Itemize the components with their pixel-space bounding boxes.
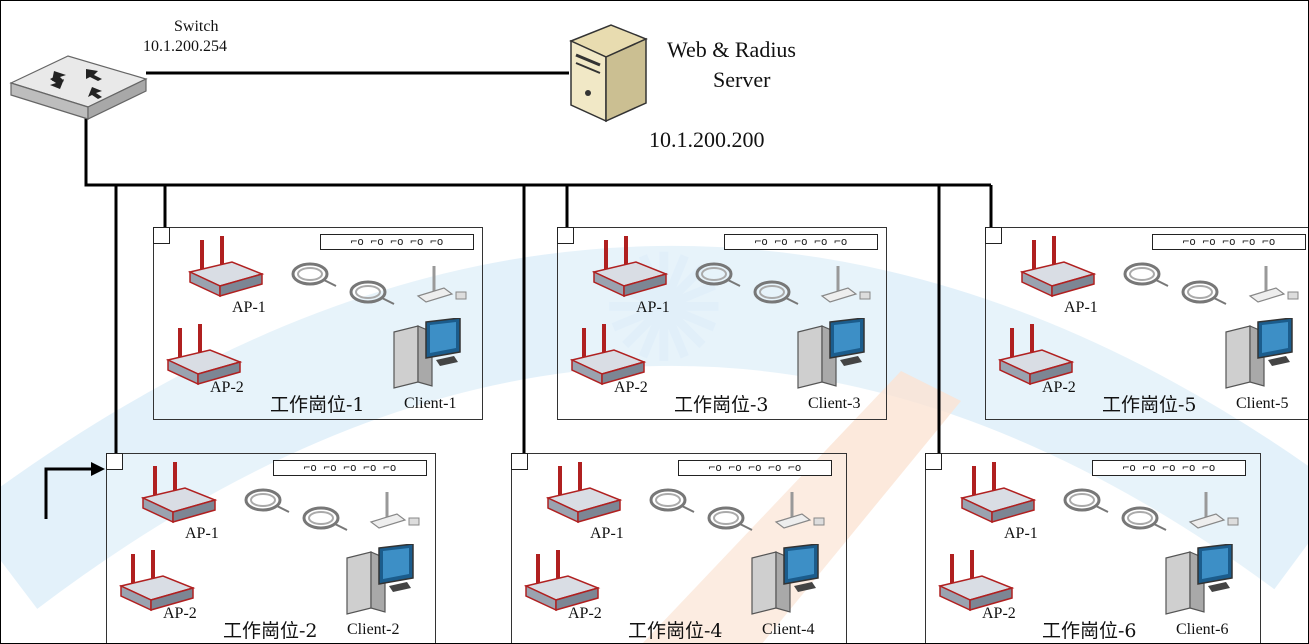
port-strip: ⌐o ⌐o ⌐o ⌐o ⌐o <box>1092 460 1246 476</box>
switch-ip: 10.1.200.254 <box>143 38 227 55</box>
arrow-icon <box>44 462 105 519</box>
ap-1-icon <box>188 236 264 298</box>
station-1: ⌐o ⌐o ⌐o ⌐o ⌐o AP-1 AP-2 工作崗位-1 Client-1 <box>153 227 483 420</box>
station-title: 工作崗位-3 <box>674 394 769 416</box>
pc-icon <box>393 318 461 389</box>
uplink-port <box>511 453 528 470</box>
switch-label: Switch <box>174 18 219 35</box>
client-label: Client-4 <box>762 621 815 638</box>
server-ip: 10.1.200.200 <box>649 127 765 152</box>
ap-1-icon <box>546 462 622 524</box>
ap-1-label: AP-1 <box>636 299 670 316</box>
client-label: Client-1 <box>404 395 457 412</box>
cable-icon <box>707 506 754 532</box>
station-title: 工作崗位-5 <box>1102 394 1197 416</box>
ap-1-label: AP-1 <box>1004 525 1038 542</box>
ap-2-label: AP-2 <box>163 605 197 622</box>
port-strip: ⌐o ⌐o ⌐o ⌐o ⌐o <box>678 460 832 476</box>
uplink-port <box>925 453 942 470</box>
uplink-port <box>557 227 574 244</box>
switch-icon <box>9 55 148 120</box>
cable-icon <box>1121 506 1168 532</box>
usb-adapter-icon <box>416 266 468 304</box>
station-title: 工作崗位-1 <box>270 394 365 416</box>
usb-adapter-icon <box>774 492 826 530</box>
pc-icon <box>1165 544 1233 615</box>
cable-icon <box>302 506 349 532</box>
station-title: 工作崗位-6 <box>1042 620 1137 642</box>
uplink-port <box>106 453 123 470</box>
ap-2-label: AP-2 <box>1042 379 1076 396</box>
port-strip: ⌐o ⌐o ⌐o ⌐o ⌐o <box>1152 234 1306 250</box>
usb-adapter-icon <box>1188 492 1240 530</box>
station-2: ⌐o ⌐o ⌐o ⌐o ⌐o AP-1 AP-2 工作崗位-2 Client-2 <box>106 453 436 643</box>
usb-adapter-icon <box>369 492 421 530</box>
cable-icon <box>695 262 742 288</box>
ap-1-icon <box>592 236 668 298</box>
pc-icon <box>797 318 865 389</box>
pc-icon <box>346 544 414 615</box>
server-label-line2: Server <box>713 67 771 92</box>
station-4: ⌐o ⌐o ⌐o ⌐o ⌐o AP-1 AP-2 工作崗位-4 Client-4 <box>511 453 847 643</box>
ap-1-label: AP-1 <box>590 525 624 542</box>
station-5: ⌐o ⌐o ⌐o ⌐o ⌐o AP-1 AP-2 工作崗位-5 Client-5 <box>985 227 1308 420</box>
pc-icon <box>1225 318 1293 389</box>
ap-1-label: AP-1 <box>232 299 266 316</box>
ap-2-label: AP-2 <box>210 379 244 396</box>
station-6: ⌐o ⌐o ⌐o ⌐o ⌐o AP-1 AP-2 工作崗位-6 Client-6 <box>925 453 1261 643</box>
cable-icon <box>1123 262 1170 288</box>
cable-icon <box>1063 488 1110 514</box>
pc-icon <box>751 544 819 615</box>
port-strip: ⌐o ⌐o ⌐o ⌐o ⌐o <box>273 460 427 476</box>
uplink-port <box>985 227 1002 244</box>
client-label: Client-3 <box>808 395 861 412</box>
station-title: 工作崗位-2 <box>223 620 318 642</box>
cable-icon <box>291 262 338 288</box>
ap-2-label: AP-2 <box>568 605 602 622</box>
usb-adapter-icon <box>820 266 872 304</box>
client-label: Client-5 <box>1236 395 1289 412</box>
station-3: ⌐o ⌐o ⌐o ⌐o ⌐o AP-1 AP-2 工作崗位-3 Client-3 <box>557 227 887 420</box>
ap-1-icon <box>1020 236 1096 298</box>
client-label: Client-6 <box>1176 621 1229 638</box>
ap-2-label: AP-2 <box>614 379 648 396</box>
cable-icon <box>244 488 291 514</box>
cable-icon <box>649 488 696 514</box>
server-icon <box>569 24 648 123</box>
ap-1-icon <box>960 462 1036 524</box>
ap-1-label: AP-1 <box>185 525 219 542</box>
ap-1-label: AP-1 <box>1064 299 1098 316</box>
cable-icon <box>349 280 396 306</box>
cable-icon <box>1181 280 1228 306</box>
port-strip: ⌐o ⌐o ⌐o ⌐o ⌐o <box>724 234 878 250</box>
backbone-bus <box>84 113 991 187</box>
server-label-line1: Web & Radius <box>667 37 796 62</box>
client-label: Client-2 <box>347 621 400 638</box>
ap-1-icon <box>141 462 217 524</box>
usb-adapter-icon <box>1248 266 1300 304</box>
station-title: 工作崗位-4 <box>628 620 723 642</box>
cable-icon <box>753 280 800 306</box>
port-strip: ⌐o ⌐o ⌐o ⌐o ⌐o <box>320 234 474 250</box>
uplink-port <box>153 227 170 244</box>
ap-2-label: AP-2 <box>982 605 1016 622</box>
